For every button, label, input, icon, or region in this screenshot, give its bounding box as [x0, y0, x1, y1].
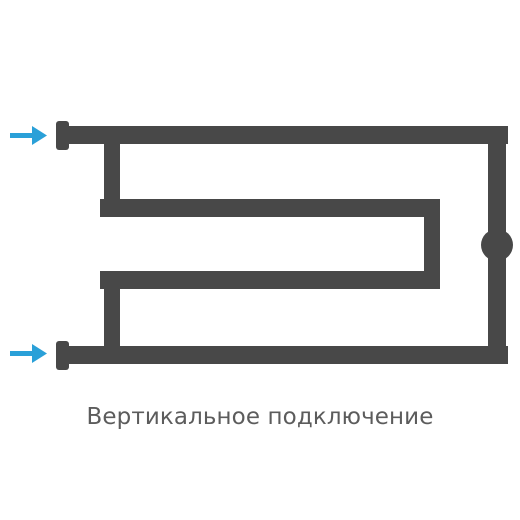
arrow-right-icon: [32, 344, 47, 363]
middle-bar-upper: [100, 199, 440, 217]
connection-type-caption: Вертикальное подключение: [86, 404, 434, 430]
inlet-arrow-top: [10, 126, 47, 145]
top-pipe: [60, 126, 508, 144]
u-bend-connector: [424, 199, 440, 289]
bottom-pipe: [60, 346, 508, 364]
middle-bar-lower: [100, 271, 440, 289]
upper-left-connector: [104, 144, 120, 204]
valve-knob-icon: [481, 229, 513, 261]
inlet-arrow-bottom: [10, 344, 47, 363]
arrow-right-icon: [32, 126, 47, 145]
arrow-right-icon: [10, 351, 35, 356]
lower-left-connector: [104, 289, 120, 349]
bottom-inlet-cap: [56, 341, 69, 370]
top-inlet-cap: [56, 121, 69, 150]
towel-rail-pipes: [56, 121, 513, 370]
arrow-right-icon: [10, 133, 35, 138]
